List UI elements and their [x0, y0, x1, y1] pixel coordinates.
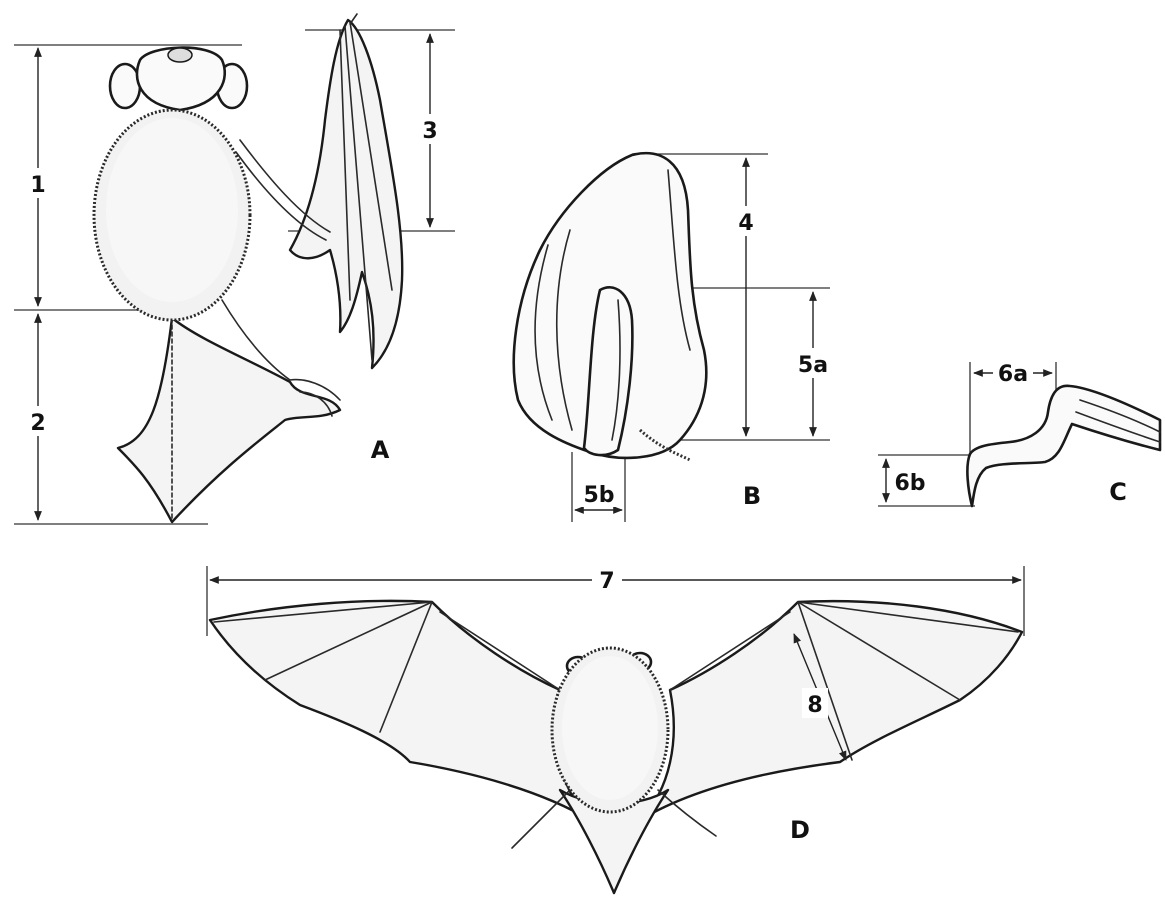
dimension-2-label: 2 [30, 411, 45, 436]
dimension-5b-label: 5b [583, 483, 614, 508]
left-wing [210, 601, 590, 820]
snout [168, 48, 192, 62]
left-hind-leg [512, 790, 570, 848]
dimension-1-label: 1 [30, 173, 45, 198]
dimension-5a-label: 5a [798, 353, 828, 378]
dimension-6a-label: 6a [998, 362, 1028, 387]
foot-calcar [967, 386, 1160, 506]
panel-c: 6a 6b C [878, 360, 1160, 506]
panel-label-b: B [743, 482, 761, 510]
dimension-6b-label: 6b [894, 471, 925, 496]
panel-label-d: D [790, 816, 810, 844]
panel-b: 4 5a 5b B [514, 153, 831, 522]
panel-d: 7 8 D [207, 566, 1024, 893]
body-d-belly [562, 656, 658, 800]
dimension-3-label: 3 [422, 119, 437, 144]
dimension-4-label: 4 [738, 211, 753, 236]
panel-label-a: A [371, 436, 390, 464]
tail-membrane [118, 318, 340, 522]
dimension-7-label: 7 [599, 569, 614, 594]
body-belly [106, 118, 238, 302]
left-ear [110, 64, 140, 108]
panel-a: 1 2 3 A [14, 14, 455, 524]
dimension-8-label: 8 [807, 693, 822, 718]
right-wing [640, 601, 1022, 820]
panel-label-c: C [1109, 478, 1127, 506]
wing-thumb [350, 14, 357, 24]
